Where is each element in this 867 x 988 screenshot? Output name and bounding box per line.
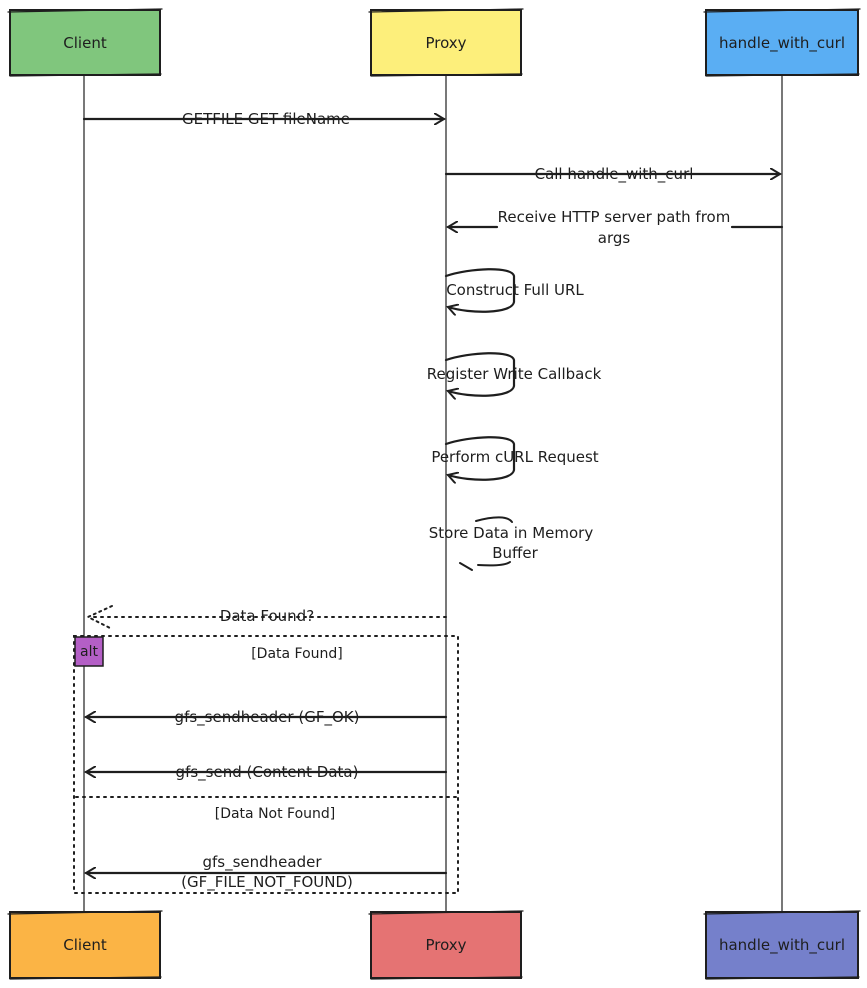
message-construct-url: Construct Full URL	[444, 268, 584, 312]
message-sendheader-ok: gfs_sendheader (GF_OK)	[86, 708, 448, 727]
message-call-curl: Call handle_with_curl	[444, 165, 780, 184]
message-sendheader-not-found-label-2: (GF_FILE_NOT_FOUND)	[181, 873, 353, 892]
participant-curl-bottom-box	[705, 911, 859, 979]
message-send-content-label: gfs_send (Content Data)	[176, 763, 359, 782]
participant-curl-top-label: handle_with_curl	[719, 34, 845, 53]
alt-frame	[73, 635, 459, 894]
participant-proxy-bottom: Proxy	[368, 910, 524, 980]
alt-tag	[74, 636, 104, 667]
message-construct-url-label: Construct Full URL	[446, 281, 584, 299]
participant-client-bottom: Client	[7, 910, 163, 980]
message-store-data-label-2: Buffer	[492, 544, 538, 562]
message-register-callback: Register Write Callback	[427, 352, 602, 396]
participant-proxy-top-label: Proxy	[425, 34, 466, 52]
message-perform-request-label: Perform cURL Request	[431, 448, 598, 466]
message-data-found: Data Found?	[87, 605, 447, 630]
alt-block: alt [Data Found] [Data Not Found]	[73, 635, 459, 894]
message-getfile: GETFILE GET fileName	[82, 110, 444, 128]
participant-curl-top-box	[705, 9, 859, 76]
participant-client-top-box	[9, 9, 161, 76]
message-receive-path: Receive HTTP server path from args	[448, 208, 784, 247]
participant-curl-bottom: handle_with_curl	[703, 910, 861, 980]
message-call-curl-label: Call handle_with_curl	[535, 165, 694, 184]
participant-proxy-bottom-box	[370, 911, 522, 979]
alt-branch-data-found: [Data Found]	[251, 646, 343, 662]
message-receive-path-label-1: Receive HTTP server path from	[498, 208, 731, 226]
message-send-content: gfs_send (Content Data)	[86, 763, 448, 782]
participant-proxy-top: Proxy	[368, 8, 524, 77]
participant-proxy-bottom-label: Proxy	[425, 936, 466, 954]
message-data-found-label: Data Found?	[220, 607, 314, 625]
message-store-data-label-1: Store Data in Memory	[429, 524, 594, 542]
message-receive-path-label-2: args	[598, 229, 631, 247]
message-sendheader-not-found-label-1: gfs_sendheader	[202, 853, 322, 872]
participant-curl-top: handle_with_curl	[703, 8, 861, 77]
message-getfile-label: GETFILE GET fileName	[182, 110, 350, 128]
participant-client-top-label: Client	[63, 34, 107, 52]
participant-client-top: Client	[7, 8, 163, 77]
message-perform-request: Perform cURL Request	[431, 436, 599, 480]
message-sendheader-ok-label: gfs_sendheader (GF_OK)	[175, 708, 360, 727]
participant-client-bottom-label: Client	[63, 936, 107, 954]
message-sendheader-not-found: gfs_sendheader (GF_FILE_NOT_FOUND)	[86, 853, 448, 892]
message-store-data: Store Data in Memory Buffer	[429, 516, 594, 571]
alt-tag-label: alt	[80, 644, 98, 660]
alt-branch-data-not-found: [Data Not Found]	[215, 806, 336, 822]
participant-curl-bottom-label: handle_with_curl	[719, 936, 845, 955]
message-register-callback-label: Register Write Callback	[427, 365, 602, 383]
